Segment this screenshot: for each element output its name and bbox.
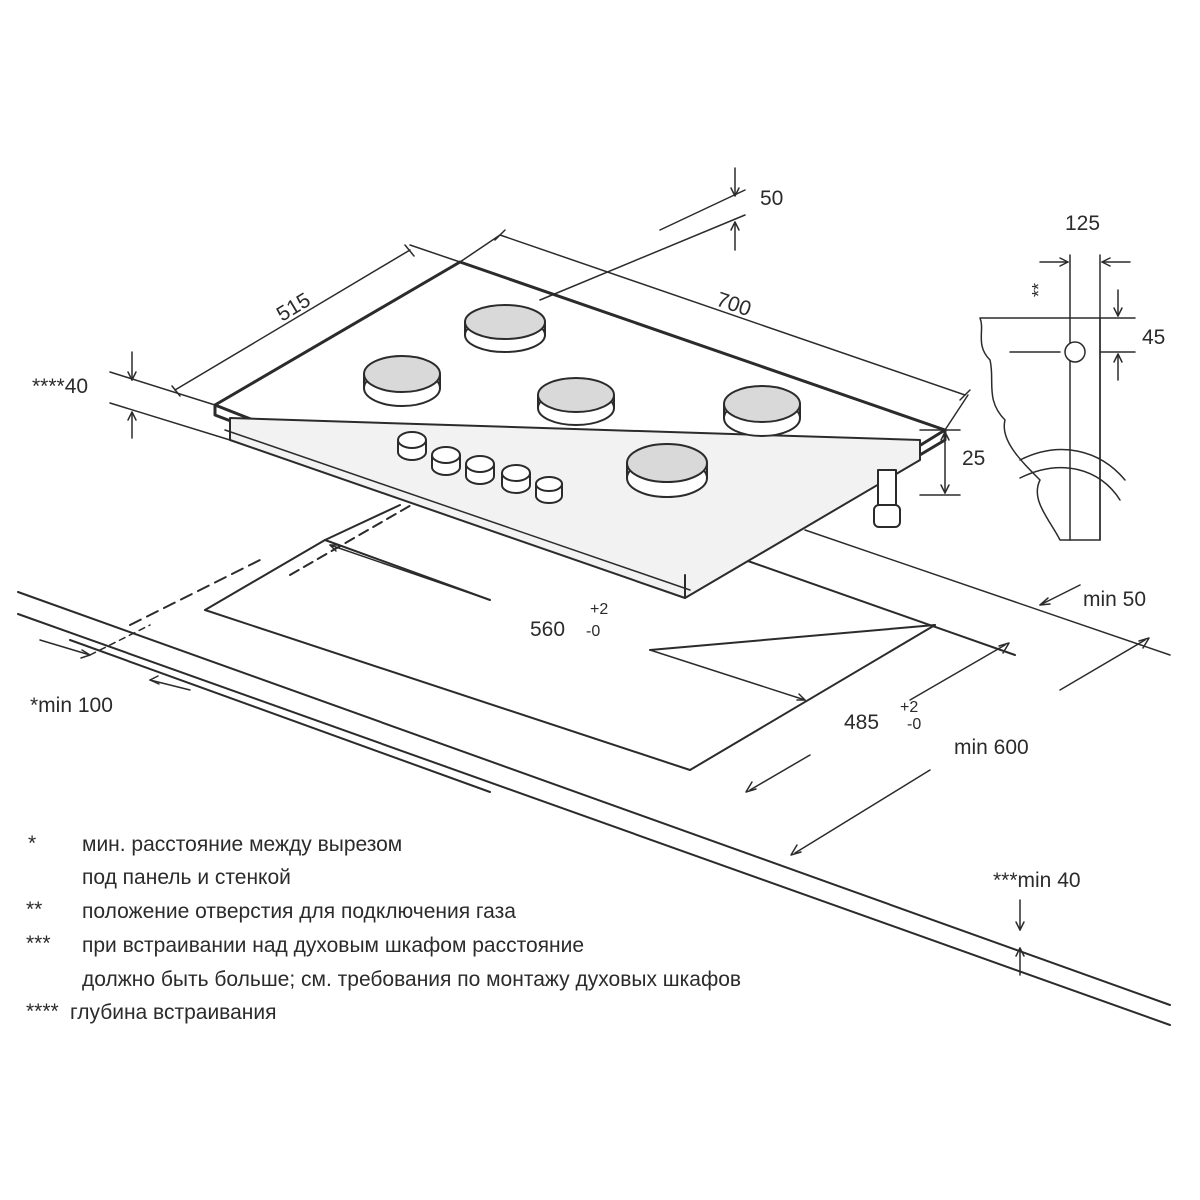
label-gas-mark: ** xyxy=(1029,283,1049,297)
label-560-tol-minus: -0 xyxy=(586,623,600,640)
dimension-min40 xyxy=(1015,899,1025,976)
burner-left xyxy=(363,355,441,407)
label-min40: ***min 40 xyxy=(993,869,1081,892)
knob-1 xyxy=(397,431,427,461)
label-560: 560 xyxy=(530,618,565,641)
gas-connection-detail xyxy=(979,254,1136,541)
knob-5 xyxy=(535,476,563,504)
label-25: 25 xyxy=(962,447,985,470)
dimension-40-depth xyxy=(109,351,231,441)
dimension-515 xyxy=(171,244,461,397)
label-45: 45 xyxy=(1142,326,1165,349)
dimension-560 xyxy=(329,544,806,701)
label-485-tol-plus: +2 xyxy=(900,699,918,716)
countertop xyxy=(17,591,1171,1026)
gas-connector xyxy=(873,469,901,528)
burner-back xyxy=(464,304,546,353)
label-515: 515 xyxy=(273,289,315,327)
label-min600: min 600 xyxy=(954,736,1029,759)
knob-2 xyxy=(431,446,461,476)
cutout-outline xyxy=(204,499,1016,771)
burner-center xyxy=(537,377,615,426)
dimension-50 xyxy=(539,167,746,301)
dimension-25 xyxy=(919,429,961,496)
hob-body xyxy=(213,260,947,599)
dimension-485 xyxy=(745,642,1010,793)
label-485: 485 xyxy=(844,711,879,734)
label-50: 50 xyxy=(760,187,783,210)
control-knobs xyxy=(397,431,563,504)
dimension-700 xyxy=(459,229,971,431)
dimension-min600 xyxy=(790,637,1150,856)
label-125: 125 xyxy=(1065,212,1100,235)
burner-front xyxy=(626,443,708,498)
label-485-tol-minus: -0 xyxy=(907,716,921,733)
knob-3 xyxy=(465,455,495,485)
label-min50: min 50 xyxy=(1083,588,1146,611)
burner-right xyxy=(723,385,801,437)
dimension-min100 xyxy=(39,624,191,691)
label-560-tol-plus: +2 xyxy=(590,601,608,618)
label-40-depth: ****40 xyxy=(32,375,88,398)
knob-4 xyxy=(501,464,531,494)
dimension-min50 xyxy=(804,529,1171,656)
wall-dashed-line xyxy=(129,559,261,626)
label-min100: *min 100 xyxy=(30,694,113,717)
label-700: 700 xyxy=(713,288,754,321)
